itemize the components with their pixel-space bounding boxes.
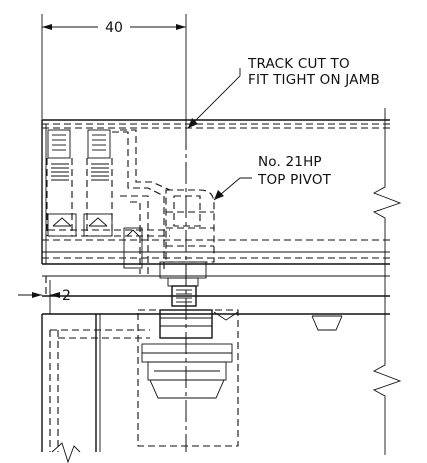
bottom-pivot [137, 309, 343, 447]
pivot-arm-outline [112, 129, 171, 276]
pivot-callout: No. 21HP TOP PIVOT [213, 154, 332, 201]
top-width-dimension: 40 [41, 14, 187, 128]
nut-row [47, 213, 170, 269]
track-callout-line1: TRACK CUT TO [247, 56, 350, 72]
pivot-callout-line2: TOP PIVOT [257, 172, 332, 188]
header-track [41, 119, 390, 315]
pivot-callout-line1: No. 21HP [258, 154, 322, 170]
top-width-label: 40 [105, 20, 123, 36]
top-pivot-body [159, 189, 215, 307]
track-callout: TRACK CUT TO FIT TIGHT ON JAMB [187, 56, 380, 129]
jamb-offset-label: 2 [62, 288, 71, 304]
door-leaf [41, 314, 150, 463]
track-callout-line2: FIT TIGHT ON JAMB [248, 72, 380, 88]
jamb-offset-dimension: 2 [18, 280, 71, 314]
fastener-group [46, 129, 113, 236]
break-line [372, 108, 402, 455]
